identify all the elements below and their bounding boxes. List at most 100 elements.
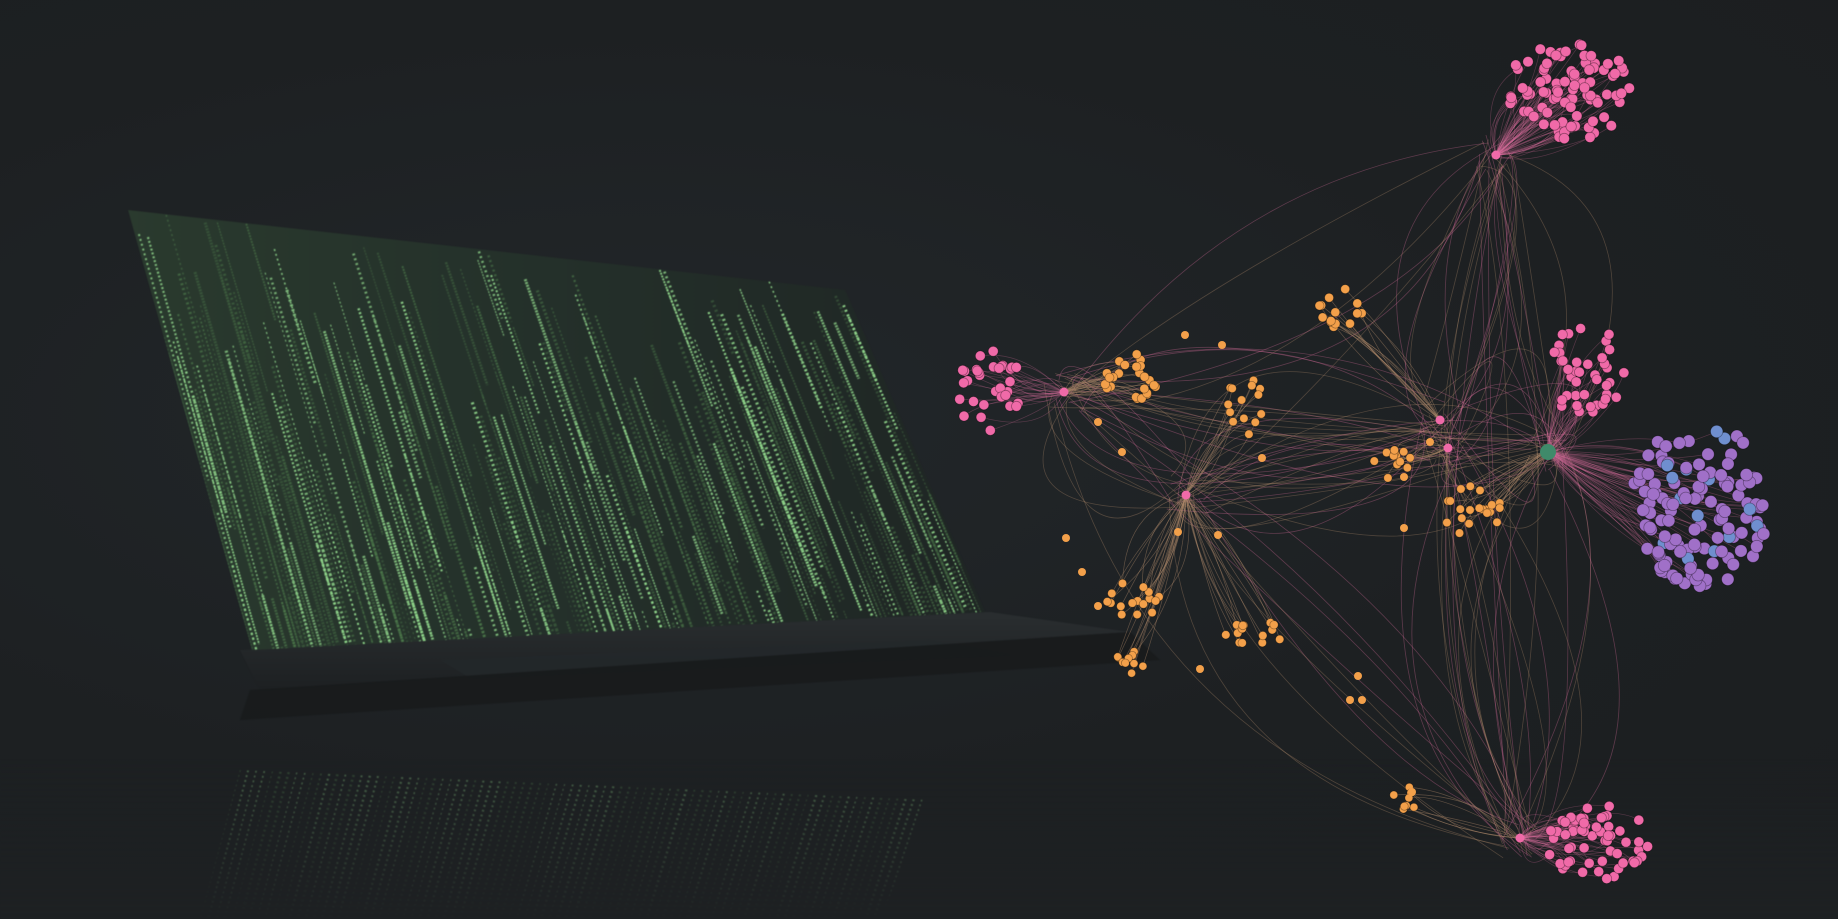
graph-edge [1425, 348, 1550, 437]
graph-node [1094, 602, 1102, 610]
graph-edge [1168, 497, 1505, 847]
graph-node [1651, 545, 1665, 559]
code-column [333, 514, 374, 644]
graph-node [1094, 418, 1102, 426]
code-column [532, 361, 607, 570]
graph-node [954, 393, 966, 405]
graph-edge [1469, 451, 1549, 511]
graph-node [1228, 417, 1238, 427]
code-column [291, 506, 335, 647]
graph-node [1102, 597, 1112, 607]
code-column [287, 596, 306, 648]
graph-node [1100, 379, 1110, 390]
code-column [932, 585, 948, 615]
graph-node [1614, 825, 1626, 837]
code-column [950, 565, 974, 614]
graph-edge [1547, 451, 1686, 499]
graph-edge [1007, 378, 1065, 393]
graph-nodes [954, 38, 1771, 884]
graph-edge [1411, 445, 1522, 858]
graph-node [1138, 599, 1149, 609]
graph-edge [1063, 372, 1140, 393]
graph-node [1629, 857, 1640, 869]
graph-edge [1457, 356, 1541, 445]
graph-edge [1178, 432, 1555, 503]
graph-edge [1177, 493, 1521, 853]
code-column [342, 431, 372, 525]
graph-edge [1122, 494, 1187, 663]
graph-edge [1423, 139, 1489, 401]
code-column [361, 495, 409, 643]
graph-node [1660, 458, 1674, 472]
graph-node [1720, 479, 1735, 494]
graph-edge [1330, 320, 1441, 421]
graph-node [1442, 517, 1452, 528]
graph-edge [980, 354, 1065, 393]
code-column [862, 570, 883, 618]
graph-edge [1432, 435, 1557, 486]
graph-edge [1547, 451, 1684, 494]
graph-edge [1495, 73, 1575, 156]
graph-edge [1193, 493, 1504, 859]
graph-edge [1519, 837, 1611, 855]
graph-node [1131, 361, 1142, 372]
code-column [346, 531, 382, 644]
graph-edge [1451, 433, 1577, 471]
graph-node [1601, 88, 1613, 101]
graph-node [1571, 400, 1583, 412]
graph-node [1534, 43, 1546, 55]
graph-edge [1185, 385, 1253, 496]
code-column [600, 567, 624, 632]
graph-edge [1180, 371, 1440, 481]
graph-node [1352, 298, 1363, 309]
graph-node [1522, 56, 1534, 68]
graph-node [1662, 514, 1676, 528]
graph-edge [1080, 378, 1438, 489]
code-column [701, 391, 781, 593]
graph-edge [1547, 451, 1763, 506]
code-column [902, 501, 952, 615]
graph-node [1578, 817, 1590, 829]
graph-edge [1335, 312, 1441, 421]
code-column [364, 384, 394, 469]
code-column [478, 553, 501, 616]
code-column [628, 455, 694, 628]
graph-node [1456, 484, 1466, 494]
graph-edge [1179, 436, 1437, 530]
graph-node [1596, 352, 1608, 364]
code-column [308, 459, 365, 645]
code-column [605, 474, 643, 572]
graph-hub-node [1540, 444, 1556, 460]
code-column [739, 288, 771, 363]
code-column [360, 564, 388, 644]
code-column [598, 394, 685, 629]
code-column [582, 316, 664, 536]
graph-node [1549, 119, 1561, 131]
graph-node [1665, 471, 1679, 485]
graph-node [1247, 380, 1257, 391]
code-column [658, 269, 714, 407]
code-column [495, 372, 532, 478]
code-column [320, 560, 348, 646]
graph-node [968, 396, 979, 407]
graph-edge [1195, 432, 1550, 503]
graph-edge [1482, 451, 1549, 510]
graph-node [1062, 534, 1070, 542]
graph-node [1642, 841, 1653, 852]
graph-node [1011, 400, 1022, 412]
graph-node [1223, 399, 1233, 409]
graph-node [1593, 866, 1605, 877]
graph-edge [1131, 494, 1187, 674]
graph-edge [1495, 87, 1585, 156]
graph-edge [1518, 814, 1566, 839]
graph-edge [1481, 140, 1553, 465]
graph-edge [1187, 431, 1561, 489]
graph-node [1669, 532, 1683, 547]
code-column [735, 330, 760, 388]
graph-node [1736, 436, 1750, 450]
graph-node [1618, 367, 1630, 379]
graph-node [1591, 374, 1603, 385]
graph-edge [1442, 387, 1565, 466]
graph-node [1107, 588, 1117, 599]
graph-edge [1169, 429, 1430, 503]
